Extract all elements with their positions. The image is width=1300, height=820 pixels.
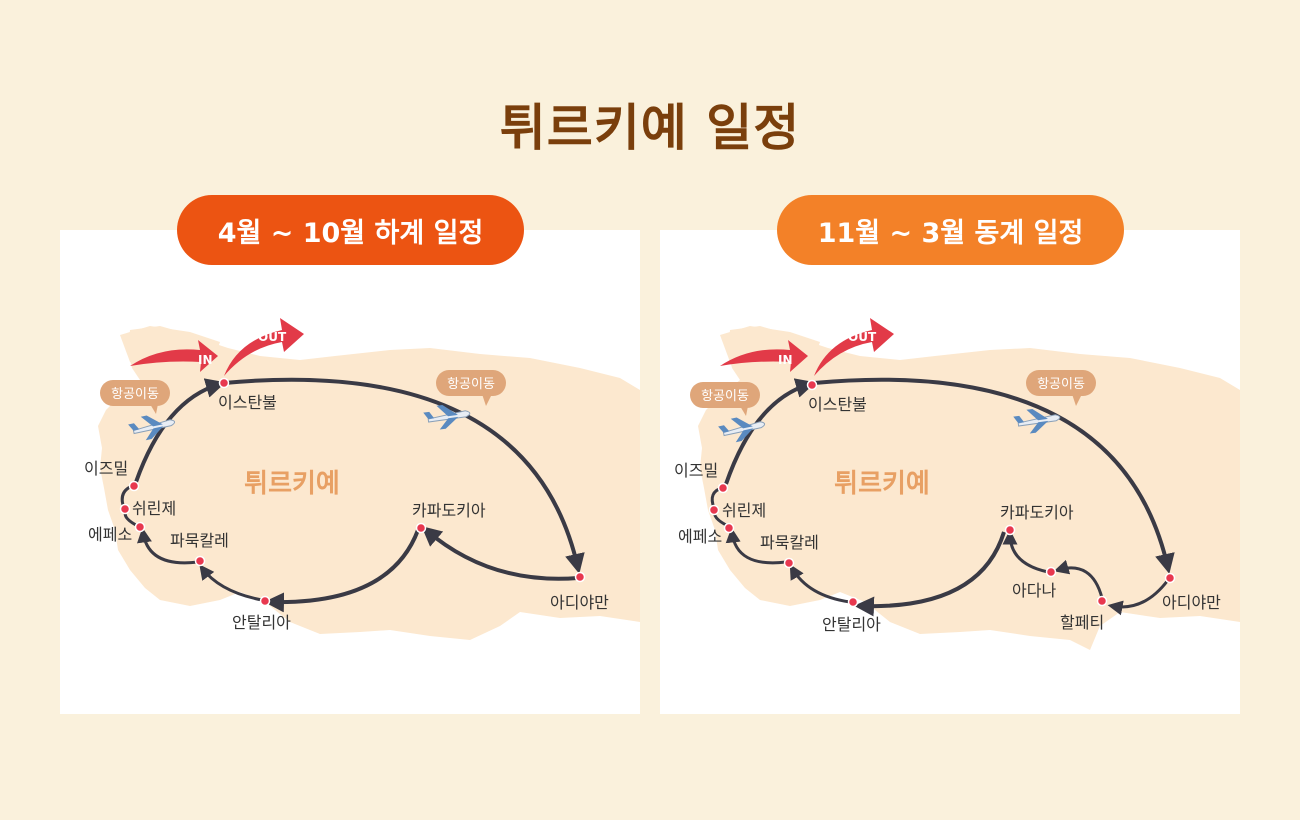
city-label-istanbul: 이스탄불 — [218, 393, 277, 412]
winter-route-map: 튀르키예 IN OUT 항공이동 항공이동 — [674, 318, 1240, 650]
city-dot-istanbul — [218, 377, 230, 389]
in-label: IN — [778, 353, 793, 367]
out-label: OUT — [848, 330, 877, 344]
city-dot-izmir — [717, 482, 729, 494]
city-label-adiyaman: 아디야만 — [1162, 593, 1221, 612]
city-dot-cappadocia — [1004, 524, 1016, 536]
city-label-sirince: 쉬린제 — [722, 501, 766, 520]
flight-bubble-east: 항공이동 — [1026, 370, 1096, 406]
city-label-izmir: 이즈밀 — [84, 459, 128, 478]
city-label-izmir: 이즈밀 — [674, 461, 718, 480]
city-dot-adana — [1045, 566, 1057, 578]
summer-route-map: 튀르키예 IN OUT 항공이동 항공이동 — [84, 318, 640, 640]
turkey-map-shape — [698, 326, 1240, 650]
summer-itinerary-panel: 튀르키예 IN OUT 항공이동 항공이동 — [60, 230, 640, 714]
in-label: IN — [198, 353, 213, 367]
flight-bubble-west: 항공이동 — [690, 382, 760, 416]
route-cappadocia-antalya — [854, 531, 1006, 617]
svg-text:항공이동: 항공이동 — [111, 387, 159, 402]
route-antalya-pamukkale — [199, 564, 263, 602]
in-arrow-icon — [130, 340, 218, 372]
city-dot-sirince — [708, 504, 720, 516]
winter-schedule-pill: 11월 ~ 3월 동계 일정 — [777, 195, 1124, 265]
city-dot-ephesus — [134, 521, 146, 533]
city-dot-antalya — [847, 596, 859, 608]
svg-text:항공이동: 항공이동 — [1037, 377, 1085, 392]
city-label-pamukkale: 파묵칼레 — [760, 533, 819, 552]
winter-itinerary-panel: 튀르키예 IN OUT 항공이동 항공이동 — [660, 230, 1240, 714]
city-label-pamukkale: 파묵칼레 — [170, 531, 229, 550]
airplane-icon — [718, 417, 766, 443]
city-dot-cappadocia — [415, 522, 427, 534]
route-antalya-pamukkale — [789, 564, 851, 604]
svg-text:항공이동: 항공이동 — [701, 389, 749, 404]
in-arrow-icon — [720, 340, 808, 372]
city-label-adana: 아다나 — [1012, 581, 1056, 600]
city-dot-istanbul — [806, 379, 818, 391]
route-hatay-adana — [1053, 559, 1104, 599]
airplane-icon — [1013, 408, 1061, 434]
city-label-ephesus: 에페소 — [88, 525, 132, 544]
city-label-adiyaman: 아디야만 — [550, 593, 609, 612]
turkey-map-shape — [98, 326, 640, 640]
city-dot-ephesus — [723, 522, 735, 534]
city-label-antalya: 안탈리아 — [232, 613, 291, 632]
city-dot-adiyaman — [1164, 572, 1176, 584]
city-label-istanbul: 이스탄불 — [808, 395, 867, 414]
city-dot-izmir — [128, 480, 140, 492]
route-pamukkale-ephesus — [725, 527, 787, 565]
city-dot-antalya — [259, 595, 271, 607]
summer-schedule-pill: 4월 ~ 10월 하계 일정 — [177, 195, 524, 265]
city-label-cappadocia: 카파도키아 — [412, 501, 486, 520]
city-label-hatay: 할페티 — [1060, 613, 1104, 632]
out-arrow-icon — [224, 318, 304, 376]
route-pamukkale-ephesus — [137, 527, 199, 565]
country-label: 튀르키예 — [244, 469, 340, 499]
country-label: 튀르키예 — [834, 469, 930, 499]
airplane-icon — [423, 404, 471, 430]
flight-bubble-west: 항공이동 — [100, 380, 170, 414]
city-dot-pamukkale — [783, 557, 795, 569]
route-izmir-istanbul — [134, 378, 226, 483]
out-label: OUT — [258, 330, 287, 344]
svg-text:항공이동: 항공이동 — [447, 377, 495, 392]
city-label-sirince: 쉬린제 — [132, 499, 176, 518]
route-adana-cappadocia — [1002, 529, 1049, 574]
city-label-cappadocia: 카파도키아 — [1000, 503, 1074, 522]
flight-bubble-east: 항공이동 — [436, 370, 506, 406]
city-dot-pamukkale — [194, 555, 206, 567]
city-dot-hatay — [1096, 595, 1108, 607]
route-adiyaman-cappadocia — [421, 526, 579, 581]
route-cappadocia-antalya — [264, 529, 420, 613]
city-dot-adiyaman — [574, 571, 586, 583]
city-label-antalya: 안탈리아 — [822, 615, 881, 634]
route-izmir-istanbul — [724, 378, 816, 485]
city-label-ephesus: 에페소 — [678, 527, 722, 546]
city-dot-sirince — [119, 503, 131, 515]
airplane-icon — [128, 415, 176, 441]
page-title: 튀르키예 일정 — [499, 99, 801, 157]
route-adiyaman-hatay — [1107, 579, 1170, 616]
out-arrow-icon — [814, 318, 894, 376]
